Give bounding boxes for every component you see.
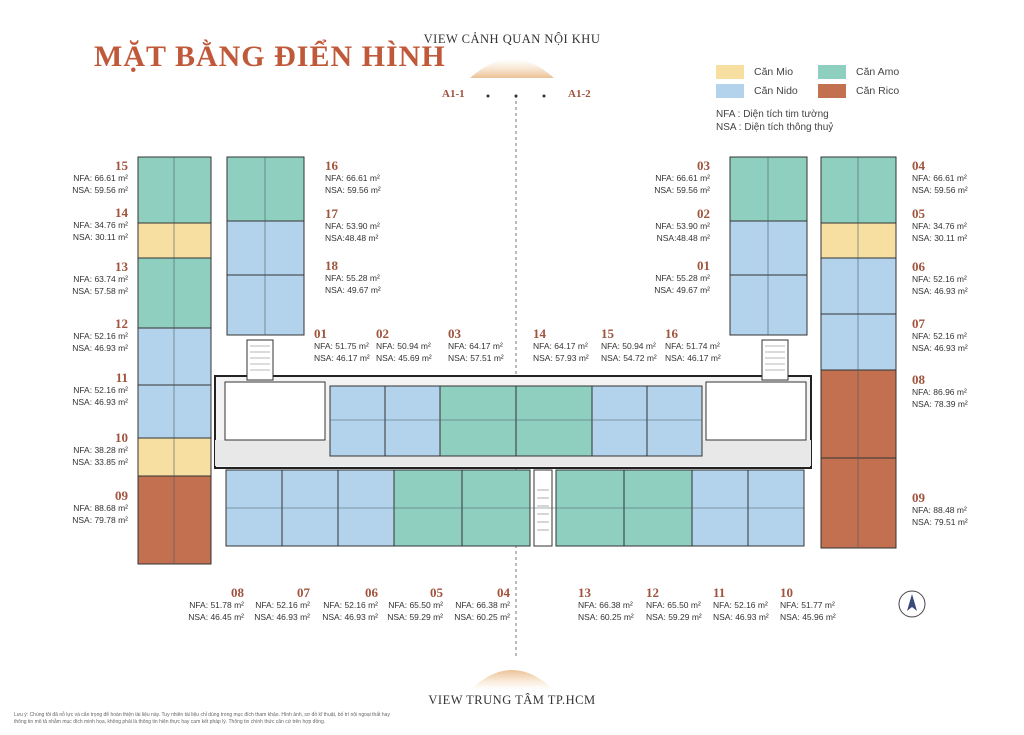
legend-item-nido: Căn Nido xyxy=(716,84,798,98)
axis-left-label: A1-1 xyxy=(442,88,465,100)
note-nsa: NSA : Diện tích thông thuỷ xyxy=(716,122,834,133)
view-bottom-glow xyxy=(470,670,554,690)
compass-icon xyxy=(898,590,926,618)
legend-swatch xyxy=(716,84,744,98)
view-top-glow xyxy=(470,59,554,78)
legend-swatch xyxy=(818,65,846,79)
view-top-label: VIEW CẢNH QUAN NỘI KHU xyxy=(423,32,601,46)
note-nfa: NFA : Diện tích tim tường xyxy=(716,109,829,120)
axis-right-label: A1-2 xyxy=(568,88,591,100)
view-bottom-label: VIEW TRUNG TÂM TP.HCM xyxy=(428,693,596,707)
legend-item-amo: Căn Amo xyxy=(818,65,899,79)
legend-item-mio: Căn Mio xyxy=(716,65,793,79)
page-title: MẶT BẰNG ĐIỂN HÌNH xyxy=(94,40,446,73)
legend-item-rico: Căn Rico xyxy=(818,84,899,98)
legend-swatch xyxy=(716,65,744,79)
footnote: Lưu ý: Chúng tôi đã nỗ lực và cẩn trọng … xyxy=(14,712,390,725)
legend-swatch xyxy=(818,84,846,98)
